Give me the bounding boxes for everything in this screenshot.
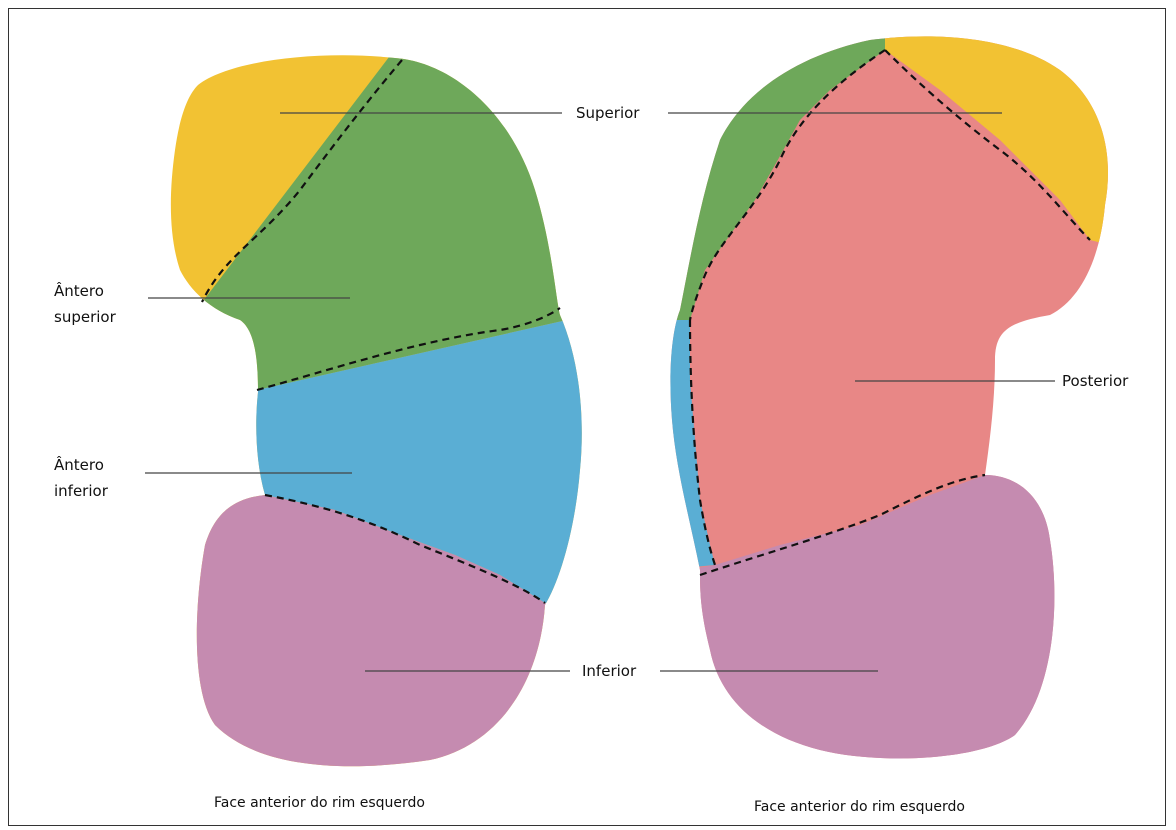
right-kidney [660,20,1130,800]
label-antero-inferior-line2: inferior [54,482,109,500]
label-posterior: Posterior [1062,372,1129,390]
caption-left-kidney: Face anterior do rim esquerdo [214,795,425,811]
label-antero-inferior-line1: Ântero [54,455,104,474]
label-antero-superior-line1: Ântero [54,281,104,300]
label-antero-superior-line2: superior [54,308,117,326]
label-superior: Superior [576,104,640,122]
left-kidney [150,30,620,800]
label-inferior: Inferior [582,662,637,680]
caption-right-kidney: Face anterior do rim esquerdo [754,799,965,815]
